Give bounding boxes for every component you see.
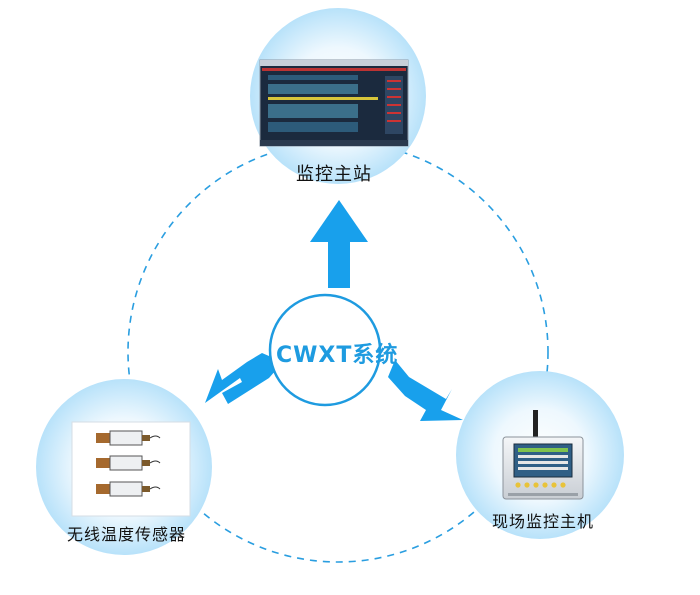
arrow-to-top <box>310 200 368 288</box>
temperature-sensors-image <box>71 421 191 517</box>
top-node-label: 监控主站 <box>296 164 372 185</box>
arrow-to-right <box>388 360 463 421</box>
right-node-label: 现场监控主机 <box>492 512 595 531</box>
center-system-label: CWXT系统 <box>276 343 399 368</box>
arrow-to-left <box>205 353 283 404</box>
left-node-label: 无线温度传感器 <box>67 525 187 544</box>
monitoring-screenshot-image <box>259 59 409 147</box>
center-circle <box>268 293 382 407</box>
monitoring-host-image <box>502 410 584 500</box>
